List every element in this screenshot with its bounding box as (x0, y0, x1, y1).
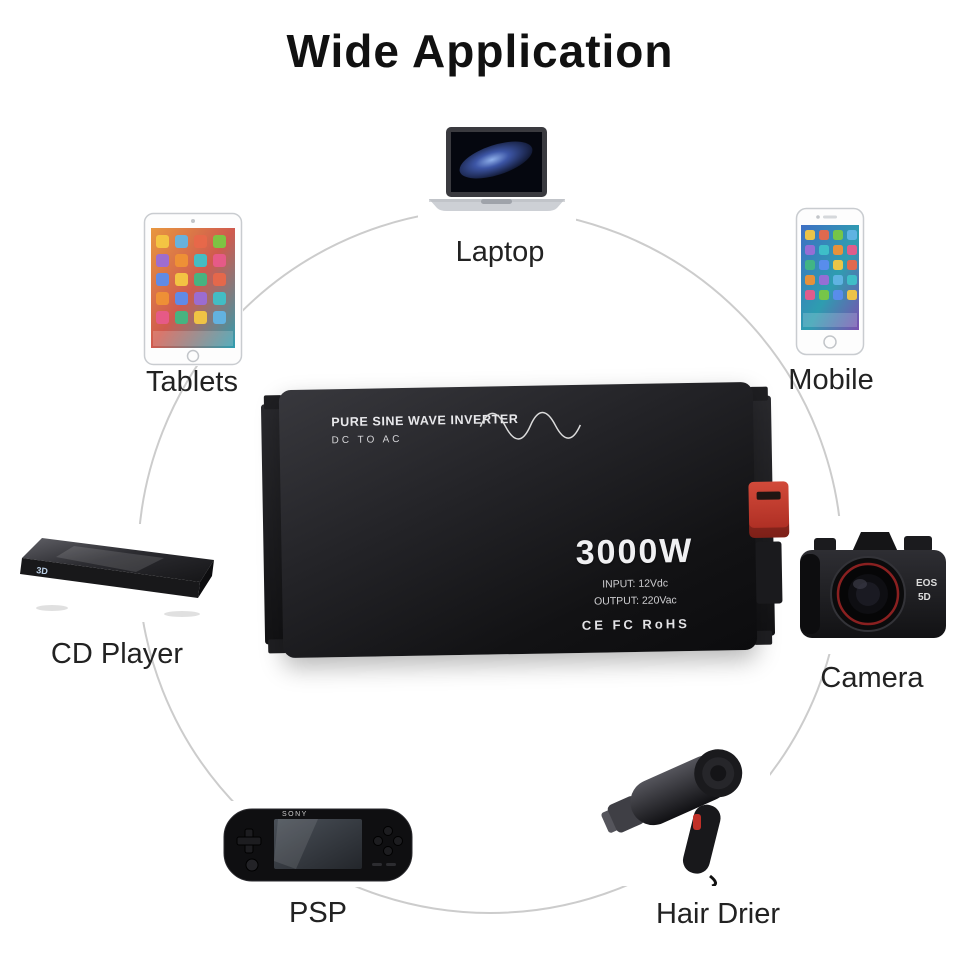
inverter-power-rating: 3000W (575, 532, 694, 573)
mobile-icon (795, 207, 865, 356)
inverter-body: PURE SINE WAVE INVERTER DC TO AC 3000W I… (278, 381, 758, 659)
laptop-icon (429, 127, 565, 211)
camera-badge-bottom: 5D (918, 592, 931, 603)
inverter-image: PURE SINE WAVE INVERTER DC TO AC 3000W I… (260, 381, 790, 659)
psp-image: SONY (222, 801, 414, 887)
red-terminal-connector (748, 481, 790, 538)
camera-icon: EOS 5D (800, 532, 946, 638)
laptop-image (418, 126, 576, 228)
hair-drier-label: Hair Drier (655, 898, 781, 930)
tablet-icon (143, 212, 243, 366)
cd-player-image: 3D (12, 524, 230, 622)
mobile-label: Mobile (788, 364, 874, 396)
certification-marks: CE FC RoHS (581, 616, 690, 633)
tablet-image (143, 212, 243, 366)
psp-badge: SONY (282, 811, 308, 818)
inverter-spec-block: 3000W INPUT: 12Vdc OUTPUT: 220Vac CE FC … (539, 532, 731, 634)
camera-label: Camera (820, 662, 924, 694)
cd-player-label: CD Player (50, 638, 184, 670)
laptop-label: Laptop (455, 236, 545, 268)
inverter-output-spec: OUTPUT: 220Vac (593, 593, 677, 608)
cd-player-icon: 3D (20, 538, 214, 617)
camera-badge-top: EOS (916, 578, 937, 589)
black-terminal-connector (755, 541, 783, 604)
hair-drier-icon (601, 749, 743, 888)
hair-drier-image (598, 728, 770, 888)
camera-image: EOS 5D (794, 516, 952, 654)
inverter-io-specs: INPUT: 12Vdc OUTPUT: 220Vac (540, 575, 731, 611)
psp-icon: SONY (223, 808, 413, 882)
page-title: Wide Application (286, 25, 674, 77)
tablets-label: Tablets (146, 366, 238, 398)
mobile-image (795, 207, 865, 357)
sine-wave-icon (479, 411, 582, 440)
psp-label: PSP (288, 897, 348, 929)
cd-player-badge: 3D (36, 565, 49, 576)
